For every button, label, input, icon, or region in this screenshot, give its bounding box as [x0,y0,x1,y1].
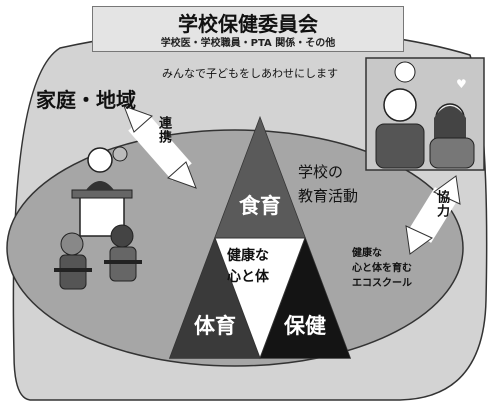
triangle-center-section [214,237,306,360]
triangle-center-line2: 心と体 [227,269,269,285]
family-illustration: ♥ [365,57,485,171]
outer-region-label: 家庭・地域 [36,88,136,112]
eco-line1: 健康な [352,248,382,259]
triangle-left-section [170,238,260,358]
eco-school-label: 健康な 心と体を育む エコスクール [352,246,452,291]
eco-line2: 心と体を育む [352,263,412,274]
triangle-right-label: 保健 [284,314,326,338]
triangle-right-section [260,238,350,358]
svg-text:♥: ♥ [456,77,467,91]
triangle-diagram [168,115,352,360]
school-region-label: 学校の 教育活動 [298,160,408,208]
slogan-text: みんなで子どもをしあわせにします [162,67,338,80]
arrow-left [123,105,197,189]
header-subtitle: 学校医・学校職員・PTA 関係・その他 [160,38,336,49]
triangle-top-section [215,118,305,238]
teacher-illustration [71,146,133,237]
school-region-line1: 学校の [298,163,344,181]
triangle-left-label: 体育 [194,314,236,338]
triangle-center-label: 健康な 心と体 [196,246,300,288]
eco-line3: エコスクール [352,278,412,289]
school-region-line2: 教育活動 [298,187,359,205]
triangle-top-label: 食育 [239,194,281,218]
students-illustration [54,224,142,290]
header-box [92,6,404,52]
arrow-right [405,175,461,255]
triangle-center-line1: 健康な [227,248,269,264]
header-title: 学校保健委員会 [178,12,318,36]
arrow-left-label: 連携 [156,116,171,144]
arrow-right-label: 協力 [434,190,449,218]
